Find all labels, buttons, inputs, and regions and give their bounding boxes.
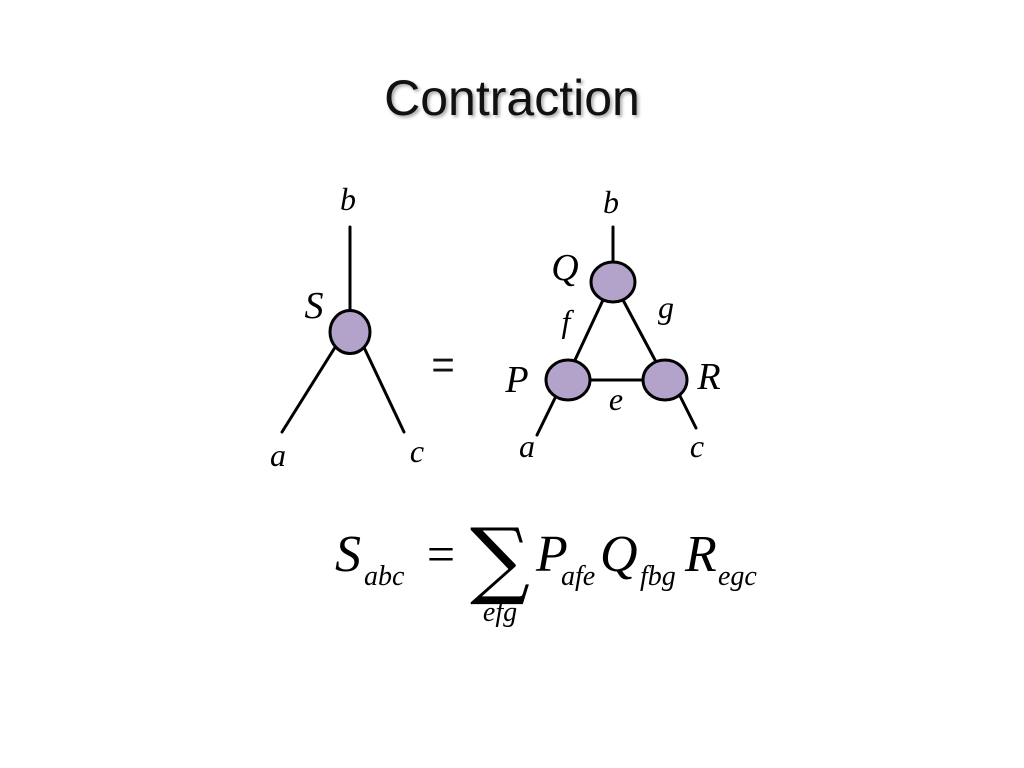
bond-e-label: e — [609, 381, 623, 417]
bond-g-edge — [621, 298, 657, 362]
leg-b-label: b — [603, 184, 619, 220]
tensor-network-diagram: b Q P R f g e a c — [504, 184, 720, 464]
tensor-q-node — [589, 260, 637, 304]
formula-equals: = — [427, 526, 455, 582]
summation-symbol: ∑ — [470, 510, 530, 608]
tensor-r-label: R — [696, 356, 720, 398]
leg-a-edge — [535, 394, 558, 437]
bond-g-label: g — [658, 289, 674, 325]
formula-q-indices: fbg — [640, 561, 676, 592]
formula-r-indices: egc — [718, 561, 757, 592]
formula-lhs-indices: abc — [364, 561, 405, 592]
formula-tensor-q: Q — [600, 526, 638, 583]
leg-a-edge — [280, 339, 341, 434]
bond-f-label: f — [562, 303, 575, 339]
equals-sign: = — [431, 343, 454, 387]
tensor-s-node — [328, 309, 372, 355]
bond-f-edge — [573, 298, 605, 362]
contraction-formula: S abc = ∑ efg P afe Q fbg R egc — [335, 510, 757, 628]
formula-tensor-r: R — [684, 526, 717, 583]
tensor-r-node — [641, 358, 689, 402]
leg-c-label: c — [690, 428, 704, 464]
tensor-q-label: Q — [551, 247, 578, 289]
leg-c-edge — [678, 394, 698, 430]
summation-indices: efg — [483, 597, 517, 628]
leg-a-label: a — [270, 437, 286, 473]
tensor-p-node — [544, 358, 592, 402]
tensor-p-label: P — [504, 359, 528, 401]
leg-c-label: c — [410, 433, 424, 469]
slide-title: Contraction — [384, 70, 640, 126]
leg-a-label: a — [519, 428, 535, 464]
formula-lhs-tensor: S — [335, 526, 361, 583]
formula-p-indices: afe — [561, 561, 595, 592]
leg-c-edge — [359, 339, 406, 434]
tensor-s-label: S — [305, 285, 324, 327]
tensor-s-diagram: S b a c — [270, 181, 424, 473]
formula-tensor-p: P — [535, 526, 568, 583]
leg-b-label: b — [340, 181, 356, 217]
